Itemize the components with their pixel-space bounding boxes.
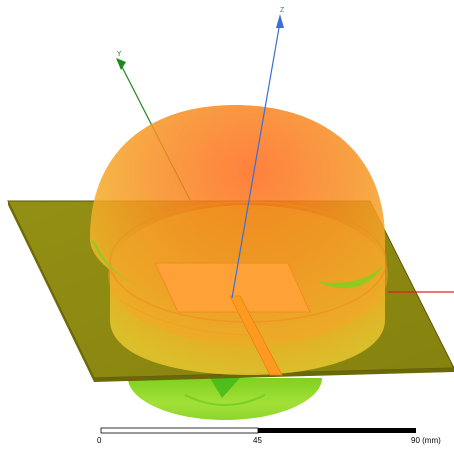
scale-tick-start: 0	[97, 436, 102, 445]
y-axis-label: Y	[116, 50, 122, 58]
feed-line	[229, 295, 283, 376]
antenna-patch	[154, 262, 311, 313]
scale-tick-mid: 45	[253, 436, 262, 445]
z-axis-label: Z	[280, 7, 285, 14]
radiation-pattern-dome	[90, 105, 388, 375]
z-axis: Z	[231, 7, 285, 299]
scale-tick-end: 90 (mm)	[411, 436, 441, 445]
radiation-pattern-lower-lobe	[128, 378, 322, 420]
scale-bar	[100, 427, 416, 434]
